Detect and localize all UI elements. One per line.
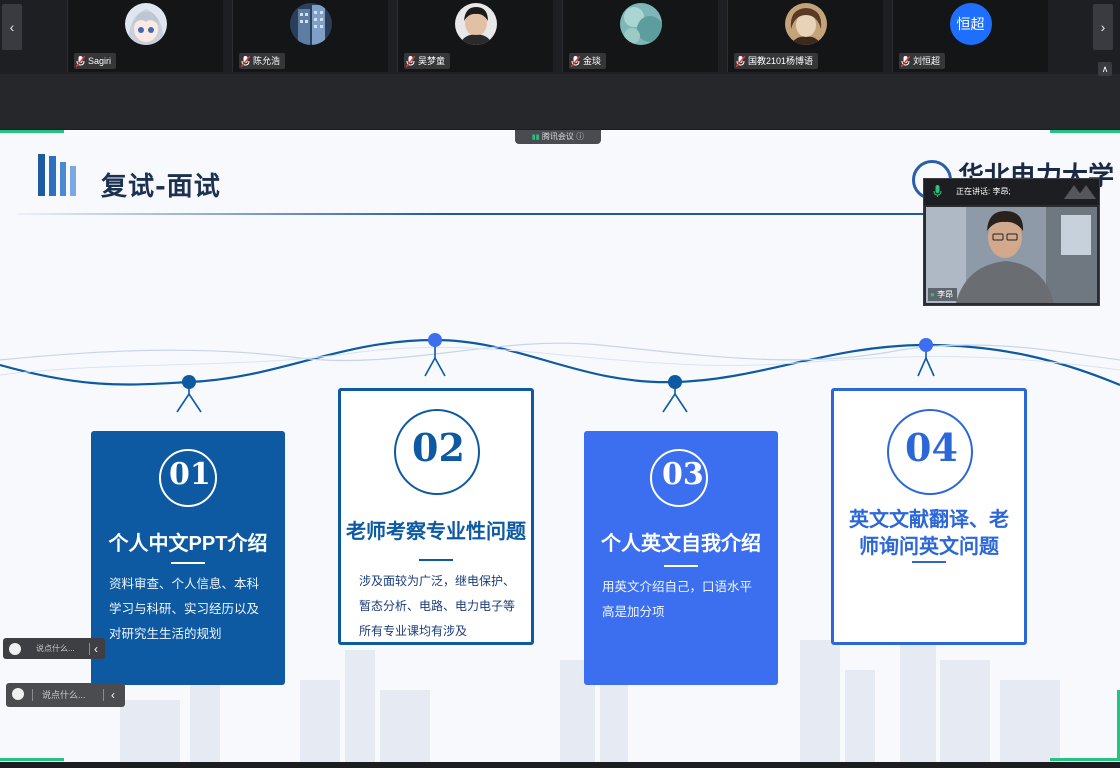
- step-number: 03: [662, 457, 704, 492]
- text-avatar: 恒超: [949, 3, 992, 45]
- collapse-chat-icon[interactable]: ‹: [111, 688, 115, 702]
- speaker-name-text: 李昂: [937, 290, 954, 299]
- participant-name: 陈允浩: [239, 53, 286, 69]
- skyline-decoration: [120, 620, 1060, 762]
- number-ring: [650, 449, 708, 507]
- expand-icon[interactable]: [1064, 185, 1096, 199]
- mic-muted-icon: [571, 56, 580, 68]
- participant-bar: ‹ › Sagiri 陈允浩: [0, 0, 1120, 129]
- slide-title: 复试-面试: [101, 172, 221, 202]
- participant-name-text: 吴梦童: [418, 56, 446, 66]
- participant-tile[interactable]: 金琰: [562, 0, 718, 72]
- participant-name: 吴梦童: [404, 53, 451, 69]
- participant-name-text: 刘恒超: [913, 56, 941, 66]
- mic-muted-icon: [241, 56, 250, 68]
- painting-avatar: [784, 3, 827, 45]
- participant-name-text: 金琰: [583, 56, 602, 66]
- participant-tile[interactable]: 吴梦童: [397, 0, 553, 72]
- meeting-badge[interactable]: ▮▮ 腾讯会议 ⓘ: [515, 130, 601, 144]
- share-border-corner: [0, 130, 64, 133]
- collapse-strip-button[interactable]: ∧: [1098, 62, 1112, 76]
- chat-input-mini[interactable]: 说点什么... ‹: [3, 638, 105, 659]
- number-ring: [887, 409, 973, 495]
- step-body: 资料审查、个人信息、本科学习与科研、实习经历以及对研究生生活的规划: [109, 577, 260, 641]
- participant-name: 国教2101杨博语: [734, 53, 819, 69]
- share-border-corner: [0, 758, 64, 761]
- step-card-03: 03 个人英文自我介绍 用英文介绍自己，口语水平高是加分项: [584, 431, 778, 685]
- mic-active-icon: ●: [930, 290, 935, 299]
- participant-name-text: Sagiri: [88, 56, 112, 66]
- share-border-corner: [1050, 758, 1120, 761]
- participant-name: 金琰: [569, 53, 607, 69]
- mic-muted-icon: [736, 56, 745, 68]
- shared-screen: ▮▮ 腾讯会议 ⓘ 复试-面试 华北电力大学 01 个人中文PPT介绍 资: [0, 130, 1120, 762]
- mic-active-icon: [933, 185, 942, 197]
- participant-tile[interactable]: 恒超 刘恒超: [892, 0, 1048, 72]
- divider: [89, 643, 90, 655]
- heading-divider: [912, 561, 946, 563]
- step-heading: 老师考察专业性问题: [346, 521, 526, 543]
- step-card-02: 02 老师考察专业性问题 涉及面较为广泛，继电保护、暂态分析、电路、电力电子等所…: [338, 388, 534, 645]
- participant-name: 刘恒超: [899, 53, 946, 69]
- divider: [103, 689, 104, 701]
- participant-tile[interactable]: 陈允浩: [232, 0, 388, 72]
- next-page-button[interactable]: ›: [1093, 4, 1113, 50]
- emoji-icon[interactable]: [12, 688, 24, 700]
- emoji-icon[interactable]: [9, 643, 21, 655]
- step-body: 涉及面较为广泛，继电保护、暂态分析、电路、电力电子等所有专业课均有涉及: [359, 574, 516, 638]
- heading-divider: [664, 565, 698, 567]
- step-card-01: 01 个人中文PPT介绍 资料审查、个人信息、本科学习与科研、实习经历以及对研究…: [91, 431, 285, 685]
- heading-divider: [419, 559, 453, 561]
- sky-avatar: [619, 3, 662, 45]
- anime-girl-avatar: [124, 3, 167, 45]
- speaker-name-tag: ● 李昂: [928, 288, 958, 301]
- speaking-indicator: 正在讲话: 李昂;: [956, 187, 1011, 196]
- prev-page-button[interactable]: ‹: [2, 4, 22, 50]
- info-icon: ⓘ: [576, 132, 585, 141]
- chat-placeholder: 说点什么...: [42, 690, 86, 700]
- step-number: 01: [169, 457, 211, 492]
- mic-muted-icon: [406, 56, 415, 68]
- divider: [32, 689, 33, 701]
- step-heading: 英文文献翻译、老师询问英文问题: [849, 509, 1009, 558]
- step-heading: 个人英文自我介绍: [601, 533, 761, 555]
- chat-placeholder: 说点什么...: [36, 644, 75, 653]
- meeting-badge-text: 腾讯会议: [541, 132, 574, 141]
- participant-name-text: 陈允浩: [253, 56, 281, 66]
- mic-muted-icon: [901, 56, 910, 68]
- wave-connector: [0, 333, 1120, 413]
- participant-tile[interactable]: Sagiri: [67, 0, 223, 72]
- collapse-chat-icon[interactable]: ‹: [94, 642, 98, 656]
- chat-input[interactable]: 说点什么... ‹: [6, 683, 125, 707]
- number-ring: [394, 409, 480, 495]
- signal-icon: ▮▮: [531, 134, 540, 141]
- heading-divider: [171, 562, 205, 564]
- mic-muted-icon: [76, 56, 85, 68]
- speaker-video-window[interactable]: 正在讲话: 李昂; ● 李昂: [923, 178, 1100, 306]
- building-avatar: [289, 3, 332, 45]
- share-border-corner: [1050, 130, 1120, 133]
- participant-name-text: 国教2101杨博语: [748, 56, 814, 66]
- step-card-04: 04 英文文献翻译、老师询问英文问题: [831, 388, 1027, 645]
- bottom-bar: [0, 762, 1120, 768]
- participant-tile[interactable]: 国教2101杨博语: [727, 0, 883, 72]
- speaker-header: 正在讲话: 李昂;: [924, 179, 1099, 205]
- step-heading: 个人中文PPT介绍: [108, 533, 268, 555]
- participant-name: Sagiri: [74, 53, 117, 69]
- share-border-corner: [1117, 690, 1120, 760]
- number-ring: [159, 449, 217, 507]
- step-number: 04: [905, 425, 958, 470]
- step-number: 02: [412, 425, 465, 470]
- person-avatar: [454, 3, 497, 45]
- title-underline: [18, 213, 1088, 215]
- speaker-video: [926, 207, 1097, 303]
- step-body: 用英文介绍自己，口语水平高是加分项: [602, 580, 753, 619]
